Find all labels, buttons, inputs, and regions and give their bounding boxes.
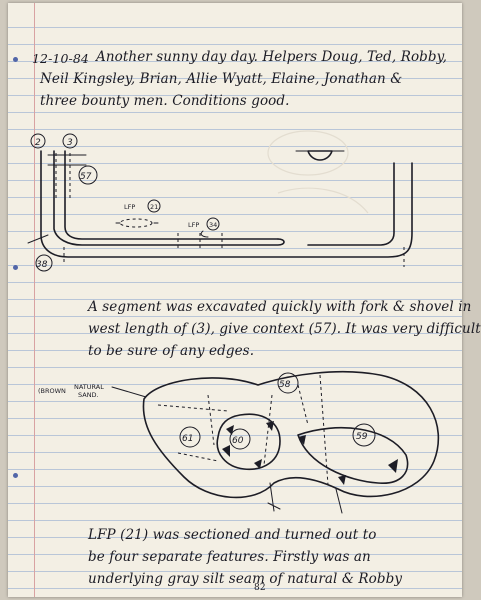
brown-tag-label: (BROWN bbox=[38, 387, 66, 395]
paragraph-2-line-2: west length of (3), give context (57). I… bbox=[88, 321, 481, 337]
context-circle-38 bbox=[35, 254, 53, 272]
context-circle-2 bbox=[30, 133, 46, 149]
binding-dot bbox=[13, 265, 18, 270]
entry-line-2: Neil Kingsley, Brian, Allie Wyatt, Elain… bbox=[40, 71, 403, 87]
context-circle-59 bbox=[352, 423, 376, 447]
context-label-58: 58 bbox=[279, 380, 291, 390]
trench-plan-sketch: 2 3 57 LFP 21 LFP 34 38 bbox=[27, 130, 413, 272]
entry-date: 12-10-84 bbox=[32, 51, 89, 66]
north-semicircle-mark bbox=[307, 150, 333, 161]
lfp21-number: 21 bbox=[150, 203, 158, 211]
entry-line-1: Another sunny day day. Helpers Doug, Ted… bbox=[96, 49, 447, 65]
paragraph-2-line-1: A segment was excavated quickly with for… bbox=[88, 299, 472, 315]
lfp21-feature bbox=[119, 218, 153, 228]
context-label-38: 38 bbox=[36, 260, 48, 270]
context-circle-61 bbox=[179, 426, 201, 448]
context-59-outline bbox=[297, 426, 409, 484]
context-label-60: 60 bbox=[232, 436, 244, 446]
binding-dot bbox=[13, 57, 18, 62]
entry-line-3: three bounty men. Conditions good. bbox=[40, 93, 290, 109]
context-60-outline bbox=[216, 413, 281, 470]
paragraph-3-line-1: LFP (21) was sectioned and turned out to bbox=[88, 527, 377, 543]
context-circle-60 bbox=[229, 428, 251, 450]
lfp34-number: 34 bbox=[209, 221, 217, 229]
context-label-61: 61 bbox=[182, 434, 193, 444]
context-label-59: 59 bbox=[356, 432, 368, 442]
context-circle-3 bbox=[62, 133, 78, 149]
paragraph-2-line-3: to be sure of any edges. bbox=[88, 343, 255, 359]
margin-rule bbox=[34, 3, 35, 597]
lfp21-label: LFP bbox=[124, 203, 135, 211]
natural-sand-label-2: SAND. bbox=[78, 391, 99, 399]
lfp34-label: LFP bbox=[188, 221, 199, 229]
binding-dot bbox=[13, 473, 18, 478]
paragraph-3-line-3: underlying gray silt seam of natural & R… bbox=[88, 571, 403, 587]
context-label-57: 57 bbox=[80, 172, 92, 182]
page-number: 82 bbox=[254, 583, 266, 593]
natural-sand-label-1: NATURAL bbox=[74, 383, 104, 391]
context-circle-57 bbox=[78, 165, 98, 185]
paragraph-3-line-2: be four separate features. Firstly was a… bbox=[88, 549, 371, 565]
trench-label-2: 2 bbox=[35, 138, 41, 148]
notebook-page: 12-10-84 Another sunny day day. Helpers … bbox=[8, 3, 481, 597]
context-circle-58 bbox=[277, 372, 299, 394]
trench-label-3: 3 bbox=[67, 138, 73, 148]
feature-outline bbox=[142, 370, 440, 499]
feature-section-sketch: NATURAL (BROWN SAND. 58 61 60 59 bbox=[38, 370, 440, 514]
